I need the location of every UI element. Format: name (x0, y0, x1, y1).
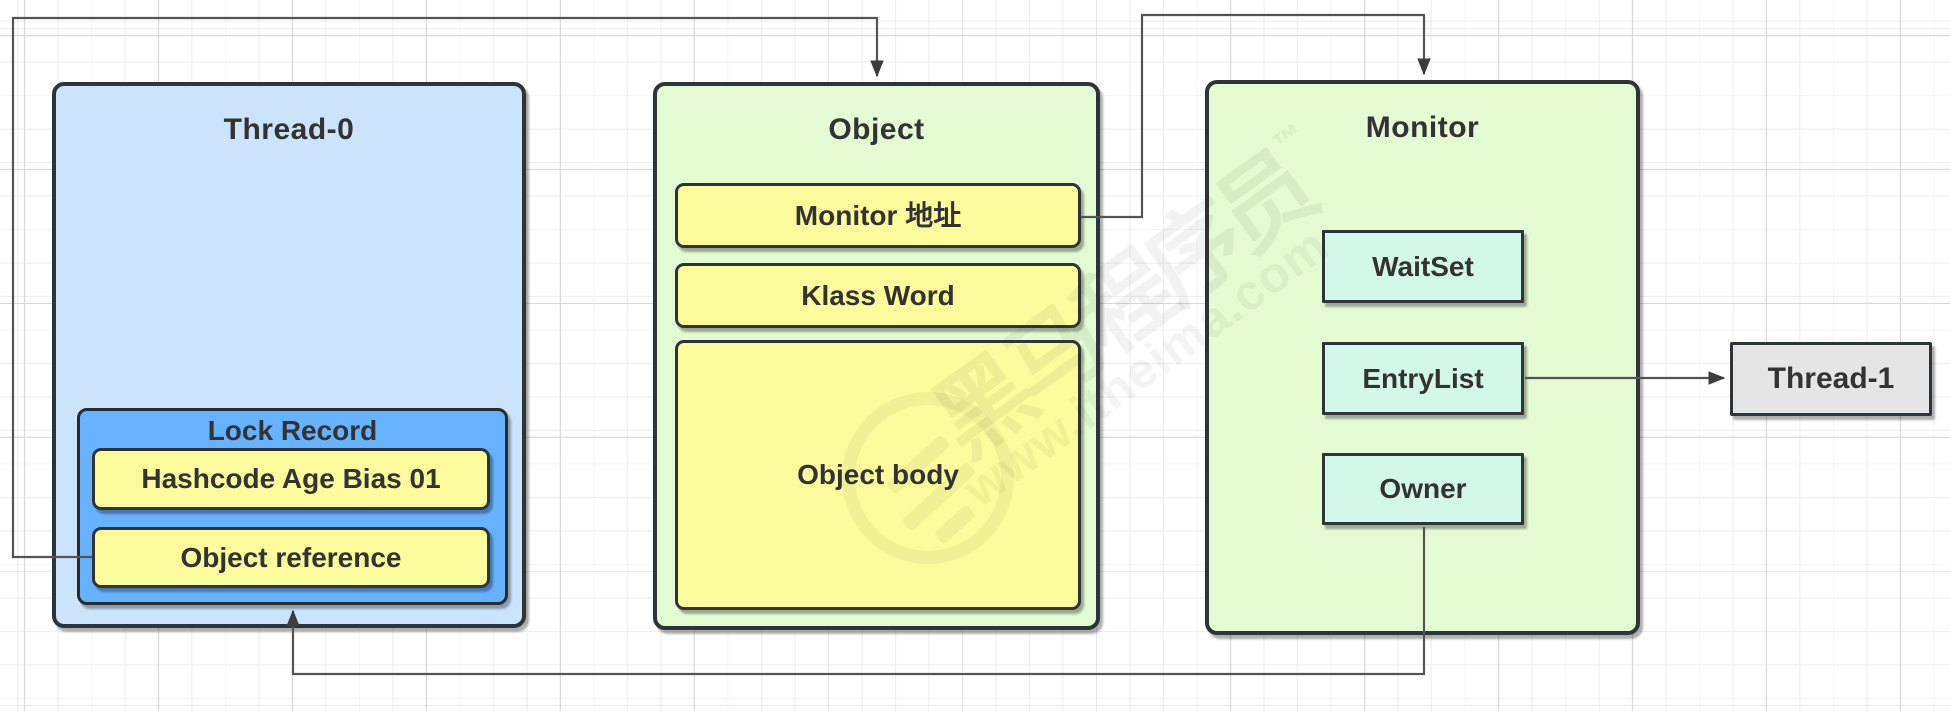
hashcode-age-bias-field: Hashcode Age Bias 01 (92, 448, 490, 510)
object-reference-field: Object reference (92, 527, 490, 588)
owner-field: Owner (1322, 453, 1524, 525)
thread1-title: Thread-1 (1767, 362, 1895, 395)
object-body-field: Object body (675, 340, 1081, 610)
object-title: Object (828, 113, 925, 146)
monitor-box: Monitor WaitSet EntryList Owner (1205, 80, 1640, 635)
thread1-box: Thread-1 (1730, 342, 1932, 416)
lock-record-title: Lock Record (207, 415, 378, 446)
lock-record-box: Lock Record Hashcode Age Bias 01 Object … (77, 408, 508, 605)
monitor-address-field: Monitor 地址 (675, 183, 1081, 248)
hashcode-age-bias-label: Hashcode Age Bias 01 (141, 463, 441, 494)
klass-word-label: Klass Word (801, 279, 955, 311)
object-body-label: Object body (797, 459, 959, 490)
owner-label: Owner (1379, 473, 1467, 504)
monitor-address-label: Monitor 地址 (794, 199, 962, 231)
entrylist-field: EntryList (1322, 342, 1524, 415)
thread0-box: Thread-0 Lock Record Hashcode Age Bias 0… (52, 82, 526, 628)
entrylist-label: EntryList (1362, 362, 1484, 394)
waitset-field: WaitSet (1322, 230, 1524, 303)
thread0-title: Thread-0 (223, 113, 355, 146)
monitor-title: Monitor (1365, 111, 1480, 144)
object-box: Object Monitor 地址 Klass Word Object body (653, 82, 1100, 630)
waitset-label: WaitSet (1372, 250, 1474, 282)
object-reference-label: Object reference (180, 541, 402, 573)
klass-word-field: Klass Word (675, 263, 1081, 328)
